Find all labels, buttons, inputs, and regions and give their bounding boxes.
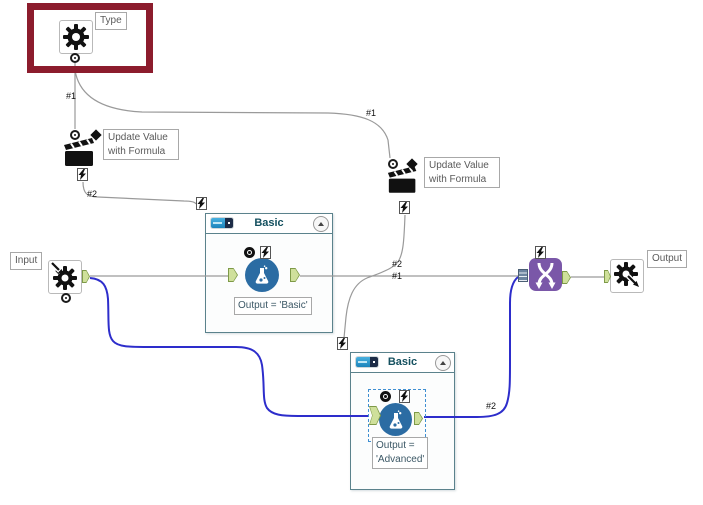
tool-container-basic-2[interactable]: Basic xyxy=(350,352,455,490)
wire-input-to-formula2-selected[interactable] xyxy=(89,277,369,417)
connection-number: #1 xyxy=(366,108,377,118)
gear-arrow-out-icon xyxy=(614,262,639,287)
container-title: Basic xyxy=(254,217,284,229)
collapse-button[interactable] xyxy=(313,216,329,232)
clapperboard-icon xyxy=(387,166,417,193)
interface-anchor-icon[interactable] xyxy=(380,391,391,402)
chevron-up-icon xyxy=(318,222,324,226)
output-tool-label[interactable]: Output xyxy=(647,250,688,268)
formula2-annotation-line1: Output = xyxy=(376,440,415,451)
wire-action1-to-container1[interactable] xyxy=(82,181,197,205)
input-anchor[interactable] xyxy=(228,268,238,282)
action1-label[interactable]: Update Value with Formula xyxy=(103,129,179,160)
macro-input-tool[interactable] xyxy=(48,260,82,294)
formula2-annotation[interactable]: Output = 'Advanced' xyxy=(372,437,429,469)
union-tool[interactable] xyxy=(529,258,562,296)
chevron-up-icon xyxy=(440,361,446,365)
input-anchor[interactable] xyxy=(369,406,381,425)
action2-label[interactable]: Update Value with Formula xyxy=(424,157,500,188)
container-header[interactable]: Basic xyxy=(351,353,454,373)
flask-icon xyxy=(255,265,269,284)
connection-number: #1 xyxy=(392,271,403,281)
connection-number: #1 xyxy=(66,91,77,101)
connection-number: #2 xyxy=(392,259,403,269)
formula2-tool[interactable] xyxy=(379,403,412,436)
lightning-anchor-icon[interactable] xyxy=(337,337,348,350)
gear-arrow-in-icon xyxy=(50,262,77,290)
container-header[interactable]: Basic xyxy=(206,214,332,234)
highlight-rectangle xyxy=(27,3,153,73)
wire-formula2-to-union-selected[interactable] xyxy=(424,276,519,418)
output-anchor[interactable] xyxy=(82,270,90,283)
lightning-anchor-icon[interactable] xyxy=(260,246,271,259)
question-anchor-icon[interactable] xyxy=(61,293,71,303)
lightning-anchor-icon[interactable] xyxy=(399,201,410,214)
lightning-anchor-icon[interactable] xyxy=(535,246,546,259)
macro-output-tool[interactable] xyxy=(610,259,644,293)
formula2-annotation-line2: 'Advanced' xyxy=(376,454,425,465)
wire-action2-to-container2[interactable] xyxy=(343,214,406,339)
question-anchor-icon[interactable] xyxy=(70,53,80,63)
output-anchor[interactable] xyxy=(290,268,300,282)
container-title: Basic xyxy=(387,356,418,368)
input-anchor[interactable] xyxy=(604,270,611,283)
connection-number: #2 xyxy=(87,189,98,199)
question-anchor-icon[interactable] xyxy=(388,159,398,169)
output-anchor[interactable] xyxy=(562,271,571,284)
container-enable-toggle-icon[interactable] xyxy=(211,218,233,228)
formula1-annotation[interactable]: Output = 'Basic' xyxy=(234,297,312,315)
connection-number: #2 xyxy=(486,401,497,411)
gear-icon xyxy=(63,24,89,50)
wire-q-to-action2[interactable] xyxy=(74,69,391,159)
input-tool-label[interactable]: Input xyxy=(10,252,43,270)
collapse-button[interactable] xyxy=(435,355,451,371)
output-anchor[interactable] xyxy=(414,412,423,425)
question-anchor-icon[interactable] xyxy=(70,130,80,140)
type-interface-tool[interactable] xyxy=(59,20,93,54)
union-icon xyxy=(529,258,562,291)
clapperboard-icon xyxy=(64,138,94,166)
multi-input-anchor[interactable] xyxy=(518,269,528,282)
interface-anchor-icon[interactable] xyxy=(244,247,255,258)
action2-update-value-tool[interactable] xyxy=(386,165,422,200)
lightning-anchor-icon[interactable] xyxy=(399,390,410,403)
lightning-anchor-icon[interactable] xyxy=(77,168,88,181)
action1-update-value-tool[interactable] xyxy=(62,137,100,173)
container-enable-toggle-icon[interactable] xyxy=(356,357,378,367)
formula1-tool[interactable] xyxy=(245,258,279,292)
flask-icon xyxy=(389,409,402,429)
lightning-anchor-icon[interactable] xyxy=(196,197,207,210)
type-tool-label[interactable]: Type xyxy=(95,12,127,30)
